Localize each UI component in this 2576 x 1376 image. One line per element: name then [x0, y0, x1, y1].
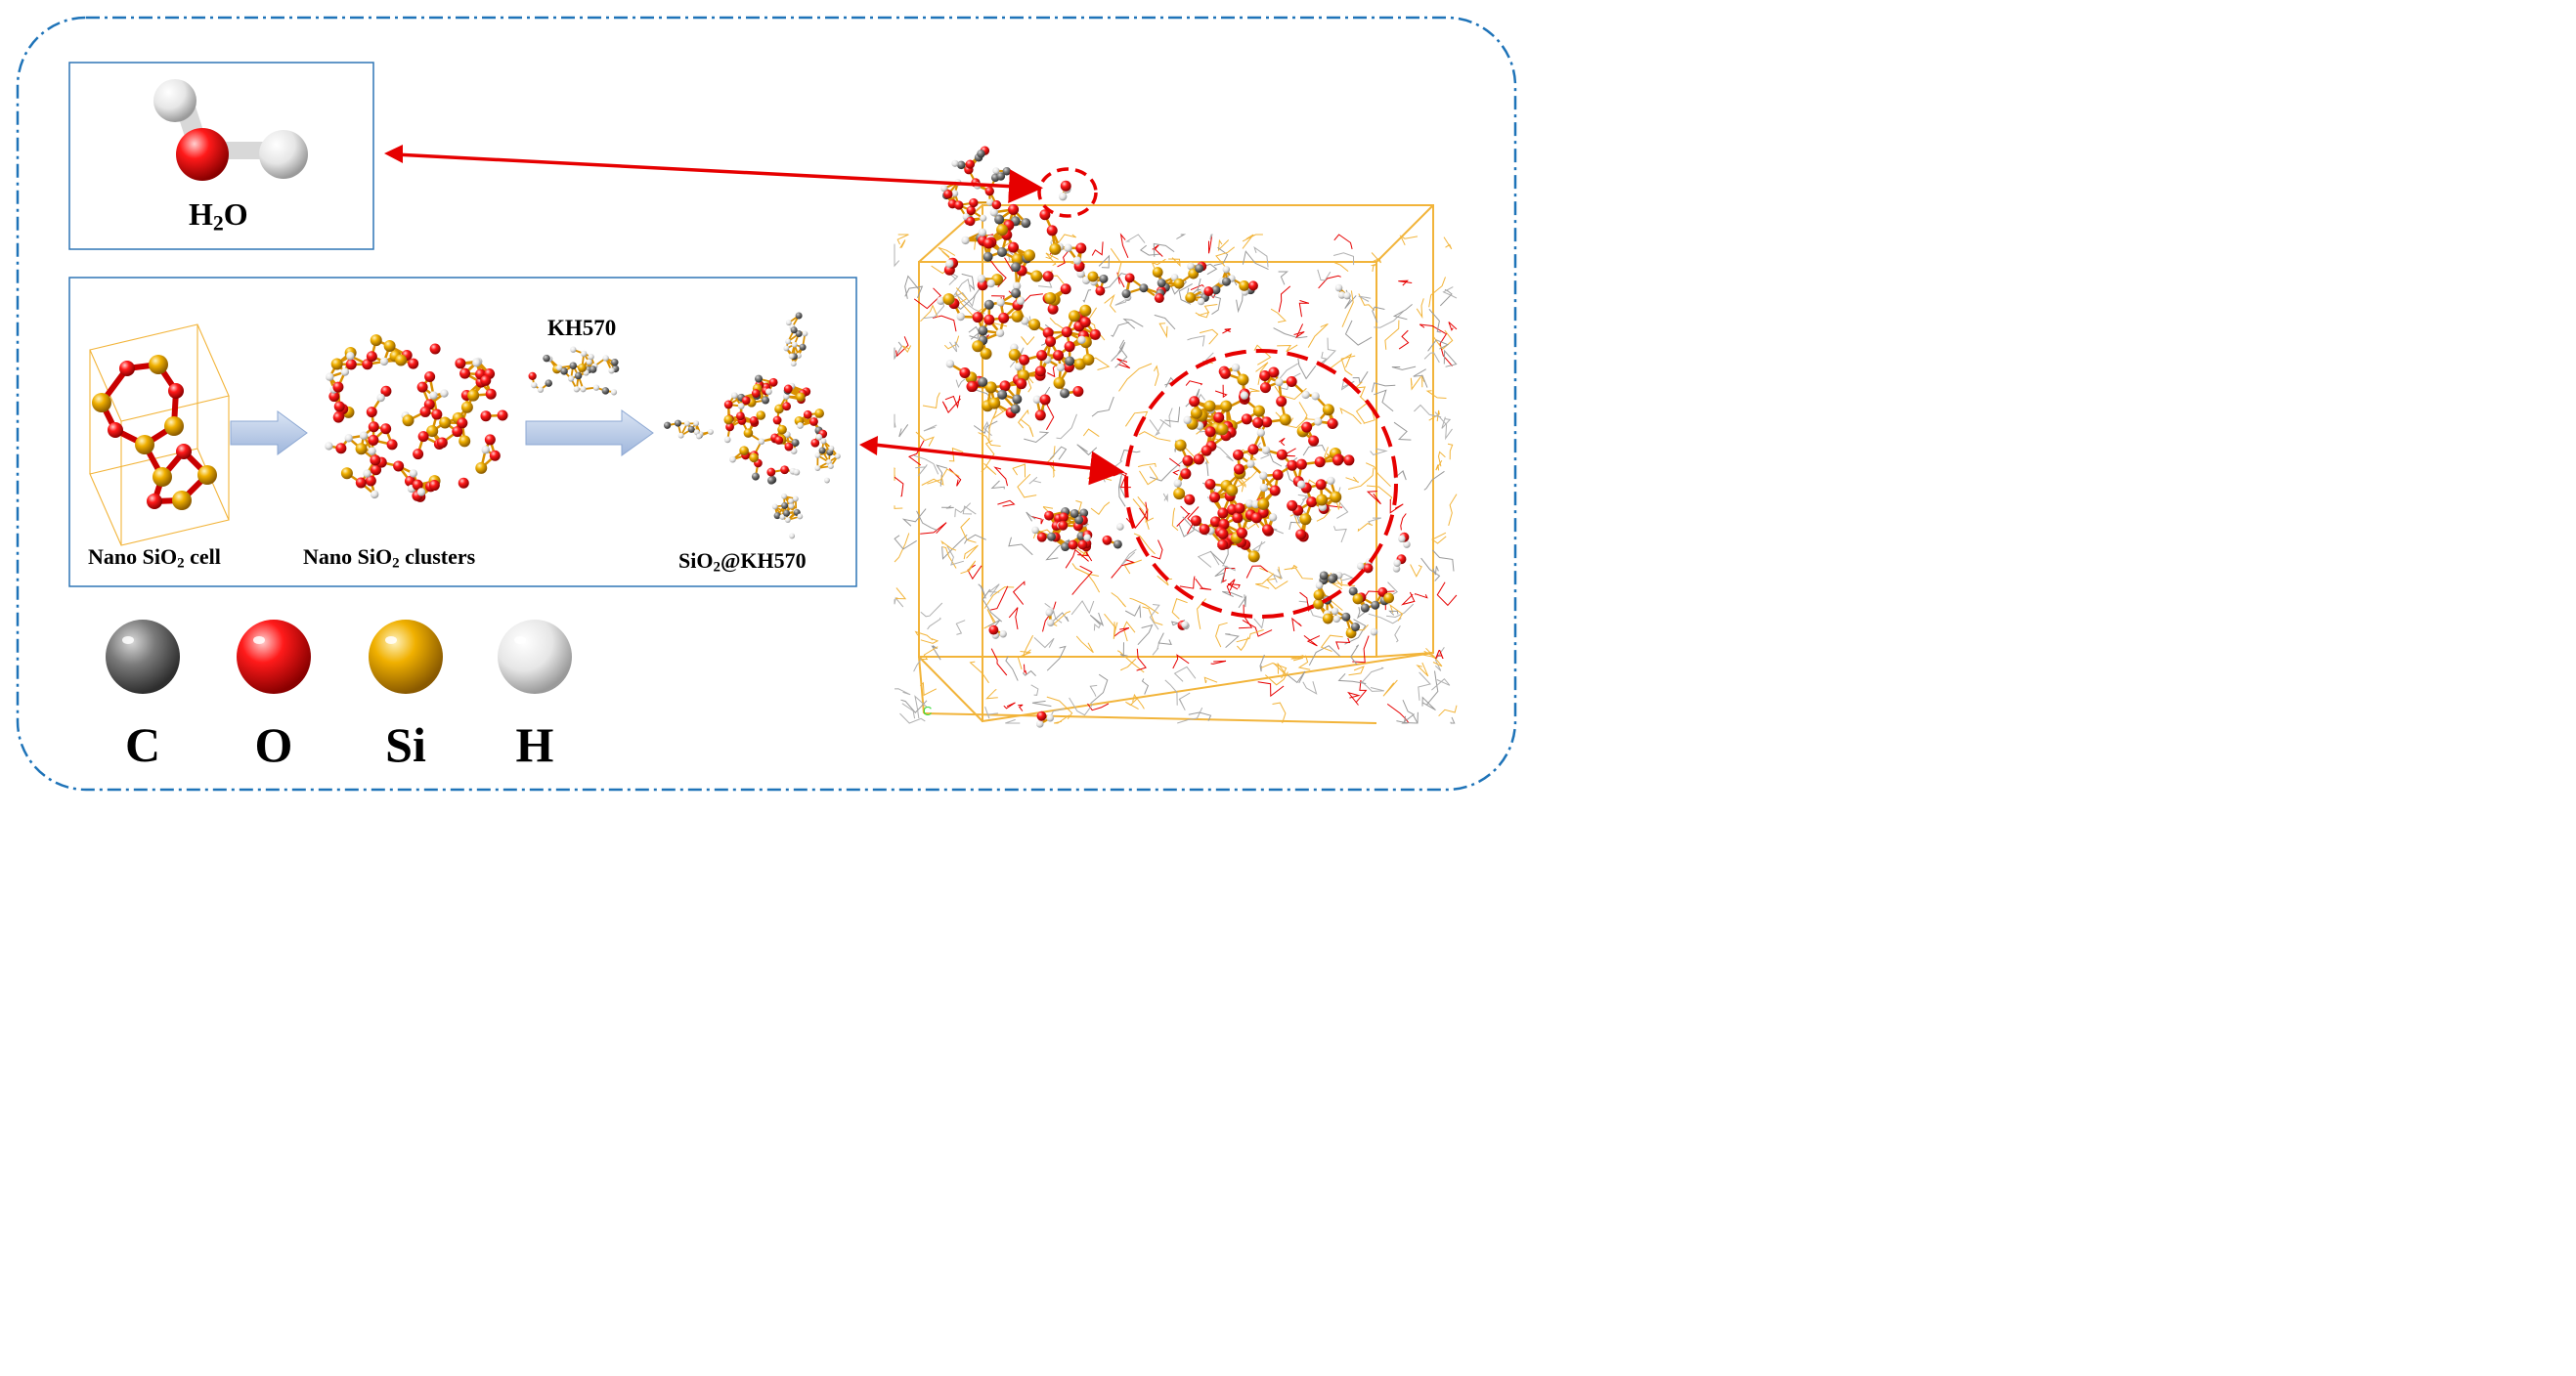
water-arrowhead	[384, 145, 403, 163]
process-arrow-1	[230, 410, 308, 455]
diagram-canvas	[16, 16, 1517, 792]
oxygen-sphere-icon	[237, 620, 311, 694]
water-label: H2O	[189, 196, 248, 236]
water-pointer-arrow	[394, 152, 1043, 204]
legend	[106, 620, 572, 694]
legend-label-oxygen: O	[254, 717, 293, 772]
nano-sio2-cell	[89, 323, 230, 546]
axis-label-c: C	[923, 704, 933, 718]
axis-label-a: A	[1435, 647, 1444, 662]
cluster-highlight-circle	[1124, 349, 1398, 619]
legend-label-carbon: C	[124, 717, 161, 772]
water-molecule	[153, 79, 308, 181]
silicon-sphere-icon	[369, 620, 443, 694]
hydrogen-sphere-icon	[498, 620, 572, 694]
process-arrow-2	[525, 409, 654, 456]
kh570-label: KH570	[547, 316, 617, 340]
carbon-sphere-icon	[106, 620, 180, 694]
cell-caption: Nano SiO2 cell	[88, 544, 221, 572]
legend-label-hydrogen: H	[515, 717, 554, 772]
molecular-clusters	[325, 312, 841, 539]
outer-frame	[16, 16, 1517, 792]
clusters-caption: Nano SiO2 clusters	[303, 544, 476, 572]
legend-label-silicon: Si	[385, 717, 426, 772]
grafted-caption: SiO2@KH570	[678, 548, 807, 576]
cluster-arrowhead	[859, 436, 878, 455]
simulation-box-contents	[894, 146, 1458, 728]
cluster-pointer-arrow	[873, 443, 1124, 486]
